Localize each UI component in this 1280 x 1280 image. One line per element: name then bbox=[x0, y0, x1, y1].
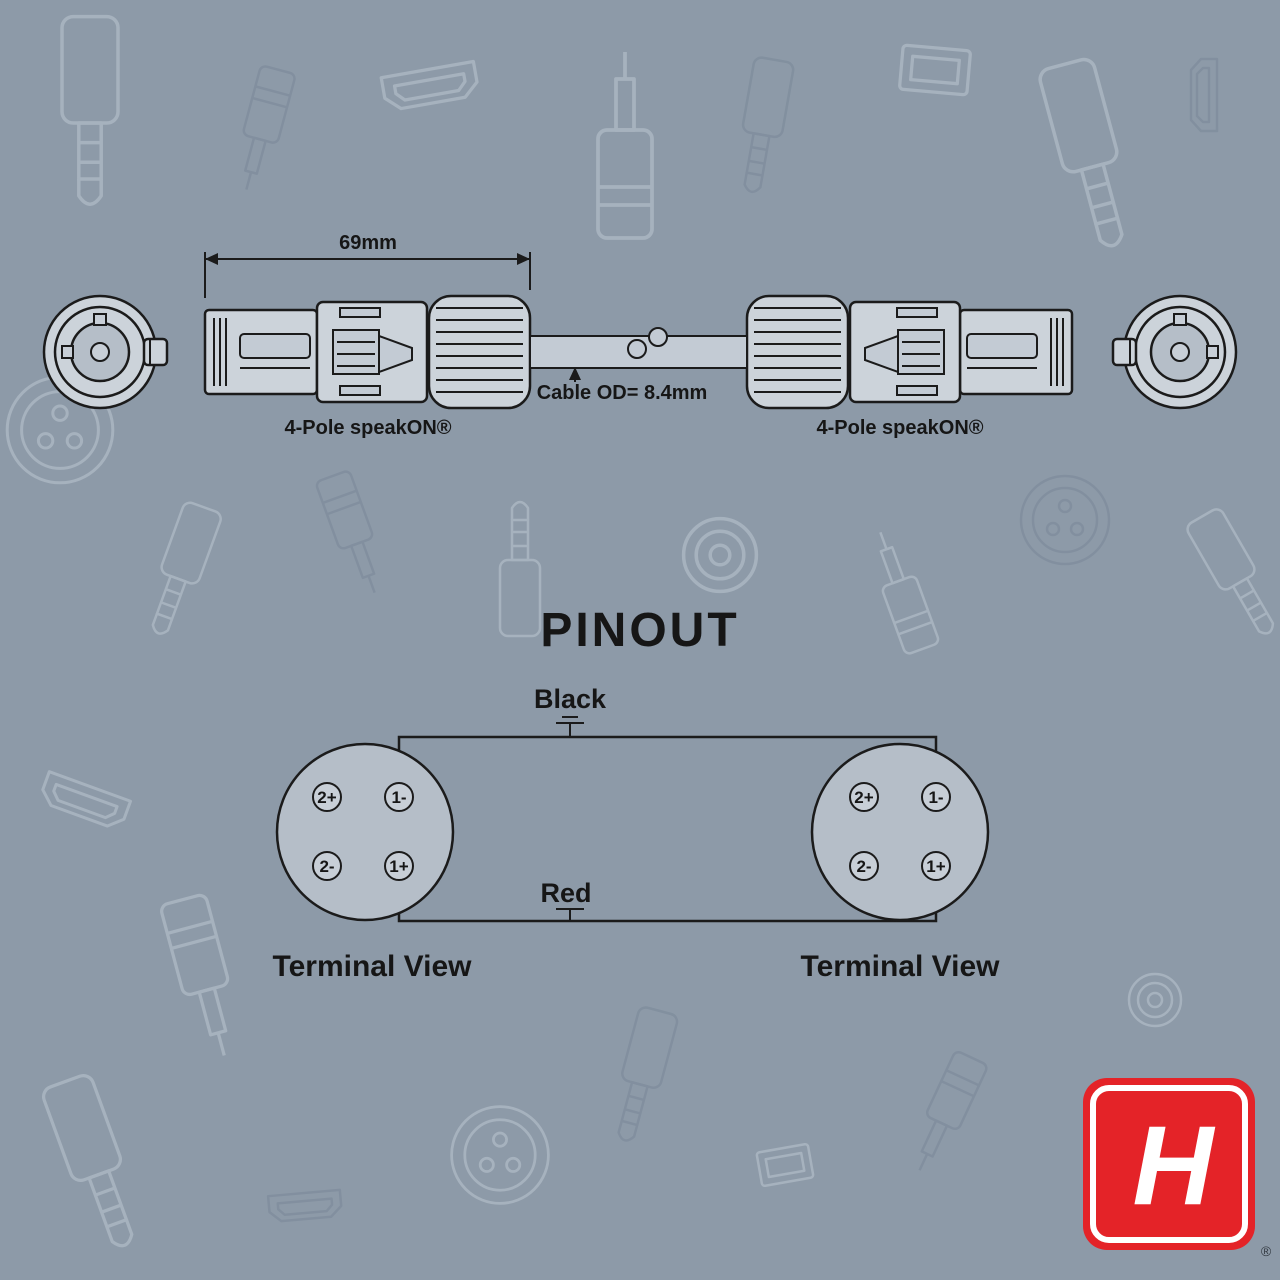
cable-od-label: Cable OD= 8.4mm bbox=[537, 382, 708, 404]
left-connector-label: 4-Pole speakON® bbox=[284, 417, 451, 439]
pin-label: 2+ bbox=[317, 788, 336, 807]
dimension-label: 69mm bbox=[339, 232, 397, 254]
pin-left-2minus bbox=[312, 851, 342, 881]
logo-registered-mark: ® bbox=[1261, 1243, 1272, 1259]
pin-label: 1+ bbox=[926, 857, 945, 876]
cable-marker-circle bbox=[627, 339, 647, 359]
connector-side-view-right bbox=[745, 294, 1074, 410]
cable-marker-circle bbox=[648, 327, 668, 347]
pin-right-2plus bbox=[849, 782, 879, 812]
pin-left-1plus bbox=[384, 851, 414, 881]
pin-label: 2+ bbox=[854, 788, 873, 807]
pin-left-2plus bbox=[312, 782, 342, 812]
pin-label: 2- bbox=[319, 857, 334, 876]
logo-letter: H bbox=[1133, 1103, 1216, 1228]
cable-od-callout: Cable OD= 8.4mm bbox=[537, 367, 708, 404]
terminal-view-left-label: Terminal View bbox=[273, 950, 473, 983]
black-wire-label: Black bbox=[534, 684, 607, 714]
pin-right-2minus bbox=[849, 851, 879, 881]
cable bbox=[529, 327, 748, 369]
connector-end-view-right bbox=[1111, 294, 1238, 410]
connector-end-view-left bbox=[42, 294, 169, 410]
brand-logo: H bbox=[1083, 1078, 1255, 1250]
pin-right-1minus bbox=[921, 782, 951, 812]
pin-label: 1- bbox=[928, 788, 943, 807]
terminal-view-right-label: Terminal View bbox=[801, 950, 1001, 983]
cable-technical-drawing: 69mm Cable OD= 8.4mm 4-Pole speakON® 4-P… bbox=[42, 232, 1238, 439]
connector-side-view-left bbox=[203, 294, 532, 410]
pinout-title: PINOUT bbox=[540, 604, 739, 657]
right-connector-label: 4-Pole speakON® bbox=[816, 417, 983, 439]
dimension-69mm: 69mm bbox=[204, 232, 531, 298]
logo-border bbox=[1090, 1085, 1248, 1243]
pin-right-1plus bbox=[921, 851, 951, 881]
pin-label: 1- bbox=[391, 788, 406, 807]
terminal-view-right: 2+ 1- 2- 1+ Terminal View bbox=[801, 742, 1001, 983]
pin-left-1minus bbox=[384, 782, 414, 812]
pinout-section: PINOUT Black Red 2+ 1- 2- 1+ Terminal bbox=[273, 604, 1001, 983]
terminal-view-left: 2+ 1- 2- 1+ Terminal View bbox=[273, 742, 473, 983]
pin-label: 2- bbox=[856, 857, 871, 876]
logo-background bbox=[1083, 1078, 1255, 1250]
pin-label: 1+ bbox=[389, 857, 408, 876]
red-wire-label: Red bbox=[540, 878, 591, 908]
